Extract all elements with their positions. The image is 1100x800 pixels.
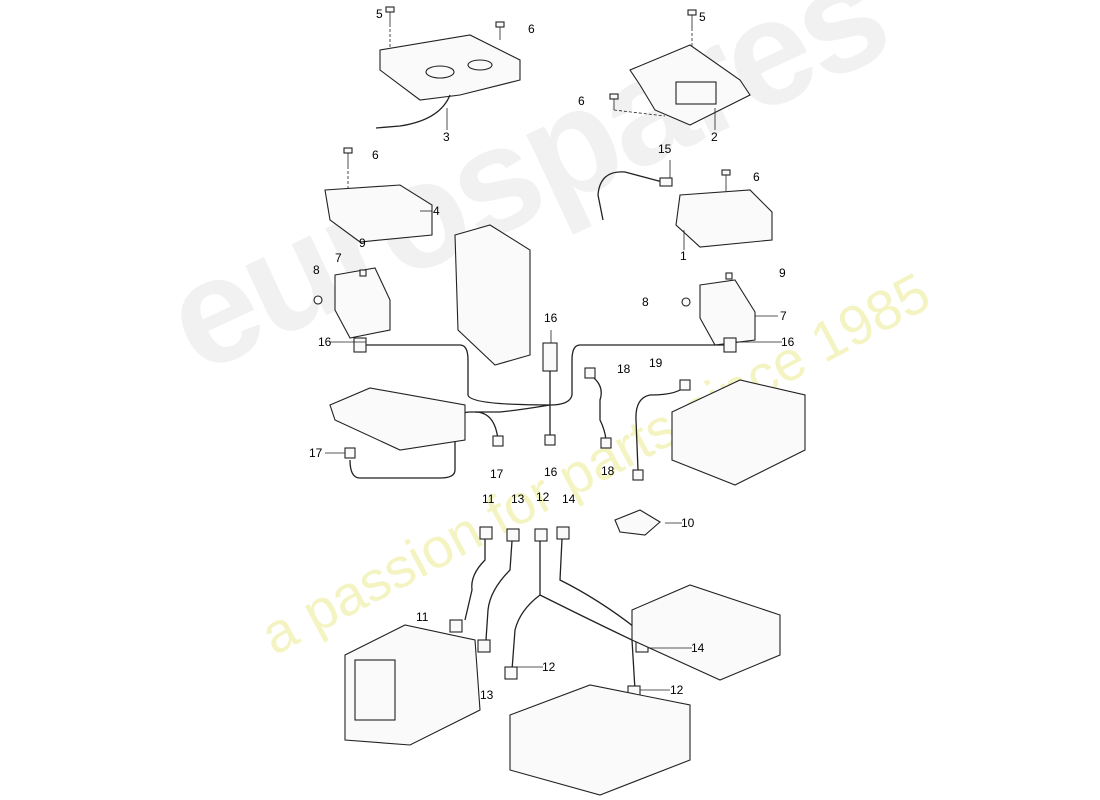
- connector: [679, 379, 691, 391]
- screw-icon: [343, 6, 731, 205]
- antenna-amplifier-part-4: [324, 184, 433, 243]
- callout-8: 8: [313, 263, 320, 277]
- callout-12: 12: [670, 683, 684, 697]
- bracket-part-10: [614, 509, 661, 536]
- callout-16: 16: [544, 311, 558, 325]
- central-module: [454, 224, 531, 366]
- callout-4: 4: [433, 204, 440, 218]
- callout-14: 14: [562, 492, 576, 506]
- antenna-bracket-part-3: [375, 34, 521, 129]
- callout-14: 14: [691, 641, 705, 655]
- callout-12: 12: [542, 660, 556, 674]
- display: [354, 659, 396, 721]
- callout-13: 13: [511, 492, 525, 506]
- callout-15: 15: [658, 142, 672, 156]
- callout-1: 1: [680, 249, 687, 263]
- callout-2: 2: [711, 130, 718, 144]
- cable-part-15: [597, 171, 671, 221]
- control-module-right: [631, 584, 781, 681]
- nut-part-8: [681, 297, 691, 307]
- callout-6: 6: [753, 170, 760, 184]
- connector: [632, 469, 644, 481]
- clip-part-9: [359, 269, 367, 277]
- control-unit-part-7-right: [699, 279, 756, 346]
- callout-6: 6: [528, 22, 535, 36]
- callout-17: 17: [490, 467, 504, 481]
- nut-part-8: [313, 295, 323, 305]
- cable-part-19: [635, 384, 686, 471]
- control-module: [329, 387, 466, 451]
- callout-9: 9: [779, 266, 786, 280]
- callout-6: 6: [372, 148, 379, 162]
- callout-10: 10: [681, 516, 695, 530]
- callout-11: 11: [416, 610, 429, 624]
- clip-part-9: [725, 272, 733, 280]
- callout-12: 12: [536, 490, 550, 504]
- cd-changer: [671, 379, 806, 486]
- adapter-cables: [449, 526, 649, 699]
- connector: [584, 367, 596, 379]
- callout-11: 11: [482, 492, 495, 506]
- control-unit-part-7-left: [334, 267, 391, 339]
- callout-18: 18: [601, 464, 615, 478]
- antenna-amplifier-part-1: [675, 189, 773, 248]
- callout-16: 16: [318, 335, 332, 349]
- callout-8: 8: [642, 295, 649, 309]
- sensor-bracket-part-2: [629, 44, 751, 126]
- callout-17: 17: [309, 446, 323, 460]
- callout-7: 7: [335, 251, 342, 265]
- callout-3: 3: [443, 130, 450, 144]
- wiring-harness-part-16: [344, 337, 737, 479]
- callout-5: 5: [699, 10, 706, 24]
- callout-18: 18: [617, 362, 631, 376]
- callout-16: 16: [781, 335, 795, 349]
- callout-19: 19: [649, 356, 663, 370]
- radio-unit: [509, 684, 691, 796]
- callout-7: 7: [780, 309, 787, 323]
- callout-5: 5: [376, 7, 383, 21]
- cable-part-18: [589, 374, 607, 441]
- cable-plug: [659, 177, 673, 187]
- leader-lines: [325, 108, 782, 691]
- callout-16: 16: [544, 465, 558, 479]
- callout-13: 13: [480, 688, 494, 702]
- callout-6: 6: [578, 94, 585, 108]
- callout-9: 9: [359, 236, 366, 250]
- connector: [600, 437, 612, 449]
